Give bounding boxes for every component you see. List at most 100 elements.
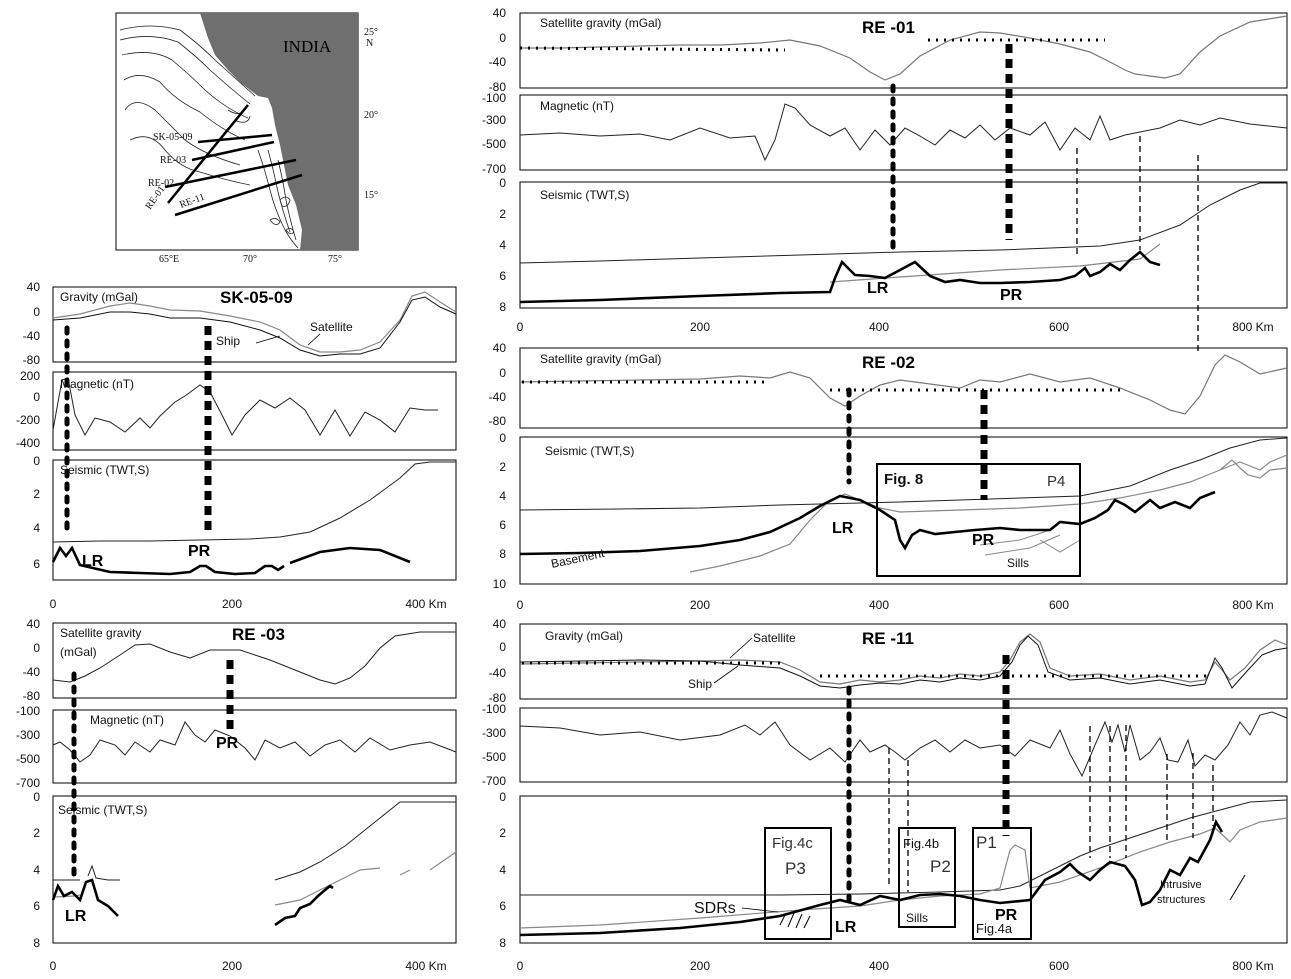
re03-seis-tick: 8	[33, 936, 40, 950]
re02-x-tick: 800 Km	[1232, 598, 1273, 612]
re11-grav-tick: 40	[493, 617, 507, 631]
map-country-label: INDIA	[283, 37, 332, 56]
re03-x-tick: 400 Km	[405, 959, 446, 973]
re11-pr-label: PR	[995, 907, 1018, 924]
re03-grav-label: Satellite gravity	[60, 626, 141, 640]
re11-ship-label: Ship	[688, 677, 712, 691]
sk-satellite-label: Satellite	[310, 320, 353, 334]
re02-x-tick: 200	[690, 598, 710, 612]
re03-mag-tick: -300	[16, 728, 40, 742]
sk-mag-tick: 200	[20, 369, 40, 383]
re01-x-tick: 600	[1049, 320, 1069, 334]
re02-grav-tick: 40	[493, 341, 507, 355]
re11-x-tick: 800 Km	[1232, 959, 1273, 973]
sk-x-tick: 400 Km	[405, 597, 446, 611]
re01-x-tick: 0	[517, 320, 524, 334]
re03-pr-label: PR	[216, 735, 239, 752]
re02-seis-tick: 8	[499, 547, 506, 561]
re01-seis-tick: 8	[499, 300, 506, 314]
re11-grav-label: Gravity (mGal)	[545, 629, 623, 643]
re11-title: RE -11	[862, 629, 914, 648]
re01-panel: 40 0 -40 -80 -100 -300 -500 -700 0 2 4 6…	[482, 6, 1288, 352]
re02-pr-label: PR	[972, 532, 995, 549]
re11-sills-label: Sills	[906, 911, 928, 925]
re03-mag-tick: -100	[16, 704, 40, 718]
re02-grav-tick: 0	[499, 366, 506, 380]
re02-panel: 40 0 -40 -80 0 2 4 6 8 10 0 200 400 600 …	[489, 341, 1288, 612]
map-lat-15: 15°	[364, 190, 378, 201]
sk-mag-tick: -200	[16, 413, 40, 427]
map-label-sk-05-09: SK-05-09	[153, 132, 192, 143]
re03-title: RE -03	[232, 625, 285, 644]
re11-seis-tick: 4	[499, 863, 506, 877]
sk-pr-label: PR	[188, 543, 211, 560]
re11-fig4c-label: Fig.4c	[772, 835, 813, 852]
india-landmass	[200, 13, 358, 250]
re11-seis-tick: 2	[499, 826, 506, 840]
re01-seis-label: Seismic (TWT,S)	[540, 188, 629, 202]
re03-seis-tick: 0	[33, 790, 40, 804]
sk-seis-tick: 6	[33, 557, 40, 571]
sk-ship-label: Ship	[216, 334, 240, 348]
re03-seis-tick: 4	[33, 863, 40, 877]
sk-magnetic-curve	[52, 377, 438, 437]
re11-p1-label: P1	[976, 833, 997, 852]
re03-x-tick: 0	[50, 959, 57, 973]
re11-seis-tick: 0	[499, 790, 506, 804]
re11-grav-tick: 0	[499, 640, 506, 654]
sk-grav-tick: -40	[23, 329, 41, 343]
sk-seis-tick: 0	[33, 454, 40, 468]
re01-x-tick: 800 Km	[1232, 320, 1273, 334]
re11-x-tick: 0	[517, 959, 524, 973]
re11-seafloor	[520, 799, 1288, 896]
map-lon-65: 65°E	[159, 254, 179, 265]
re03-x-tick: 200	[222, 959, 242, 973]
map-lat-25: 25°	[364, 27, 378, 38]
re11-panel: 40 0 -40 -80 -100 -300 -500 -700 0 2 4 6…	[482, 617, 1288, 973]
re02-gravity-curve	[519, 354, 1288, 415]
re01-grav-tick: -40	[489, 55, 507, 69]
sk-x-tick: 200	[222, 597, 242, 611]
re01-seis-tick: 2	[499, 207, 506, 221]
sk-panel: 40 0 -40 -80 200 0 -200 -400 0 2 4 6 0 2…	[16, 280, 457, 611]
re01-grav-label: Satellite gravity (mGal)	[540, 16, 661, 30]
sk-seis-tick: 4	[33, 521, 40, 535]
re11-seis-tick: 6	[499, 899, 506, 913]
sk-gravity-satellite	[52, 291, 457, 353]
re02-seis-tick: 6	[499, 518, 506, 532]
sk-mag-tick: 0	[33, 390, 40, 404]
re02-x-tick: 600	[1049, 598, 1069, 612]
re02-seis-tick: 0	[499, 431, 506, 445]
map-lat-20: 20°	[364, 110, 378, 121]
re01-x-tick: 400	[869, 320, 889, 334]
re02-grav-label: Satellite gravity (mGal)	[540, 352, 661, 366]
re02-sills-label: Sills	[1007, 556, 1029, 570]
re11-sdrs-label: SDRs	[694, 900, 736, 917]
re11-grav-tick: -80	[489, 691, 507, 705]
re03-grav-tick: -80	[23, 689, 41, 703]
re01-seis-tick: 6	[499, 269, 506, 283]
re02-seis-tick: 10	[493, 577, 507, 591]
re03-seis-tick: 2	[33, 826, 40, 840]
sk-seis-label: Seismic (TWT,S)	[60, 463, 149, 477]
re02-x-tick: 0	[517, 598, 524, 612]
re11-x-tick: 600	[1049, 959, 1069, 973]
re11-intrusive-label: Intrusive	[1160, 879, 1202, 891]
re01-basement	[519, 250, 1161, 304]
re11-mag-tick: -100	[482, 702, 506, 716]
re03-magnetic-curve	[52, 721, 457, 763]
re01-mag-tick: -500	[482, 137, 506, 151]
map-lon-70: 70°	[243, 254, 257, 265]
re02-seis-tick: 2	[499, 460, 506, 474]
re02-basement-label: Basement	[550, 546, 606, 571]
re11-gravity-ship	[519, 635, 1288, 689]
re11-mag-tick: -300	[482, 726, 506, 740]
re03-lr-label: LR	[65, 908, 87, 925]
re03-mag-tick: -500	[16, 752, 40, 766]
re11-mag-tick: -700	[482, 774, 506, 788]
re11-fig4a-label: Fig.4a	[976, 921, 1013, 936]
re02-seis-label: Seismic (TWT,S)	[545, 444, 634, 458]
re03-basement-left	[51, 878, 119, 917]
re03-basement-right	[274, 884, 334, 927]
